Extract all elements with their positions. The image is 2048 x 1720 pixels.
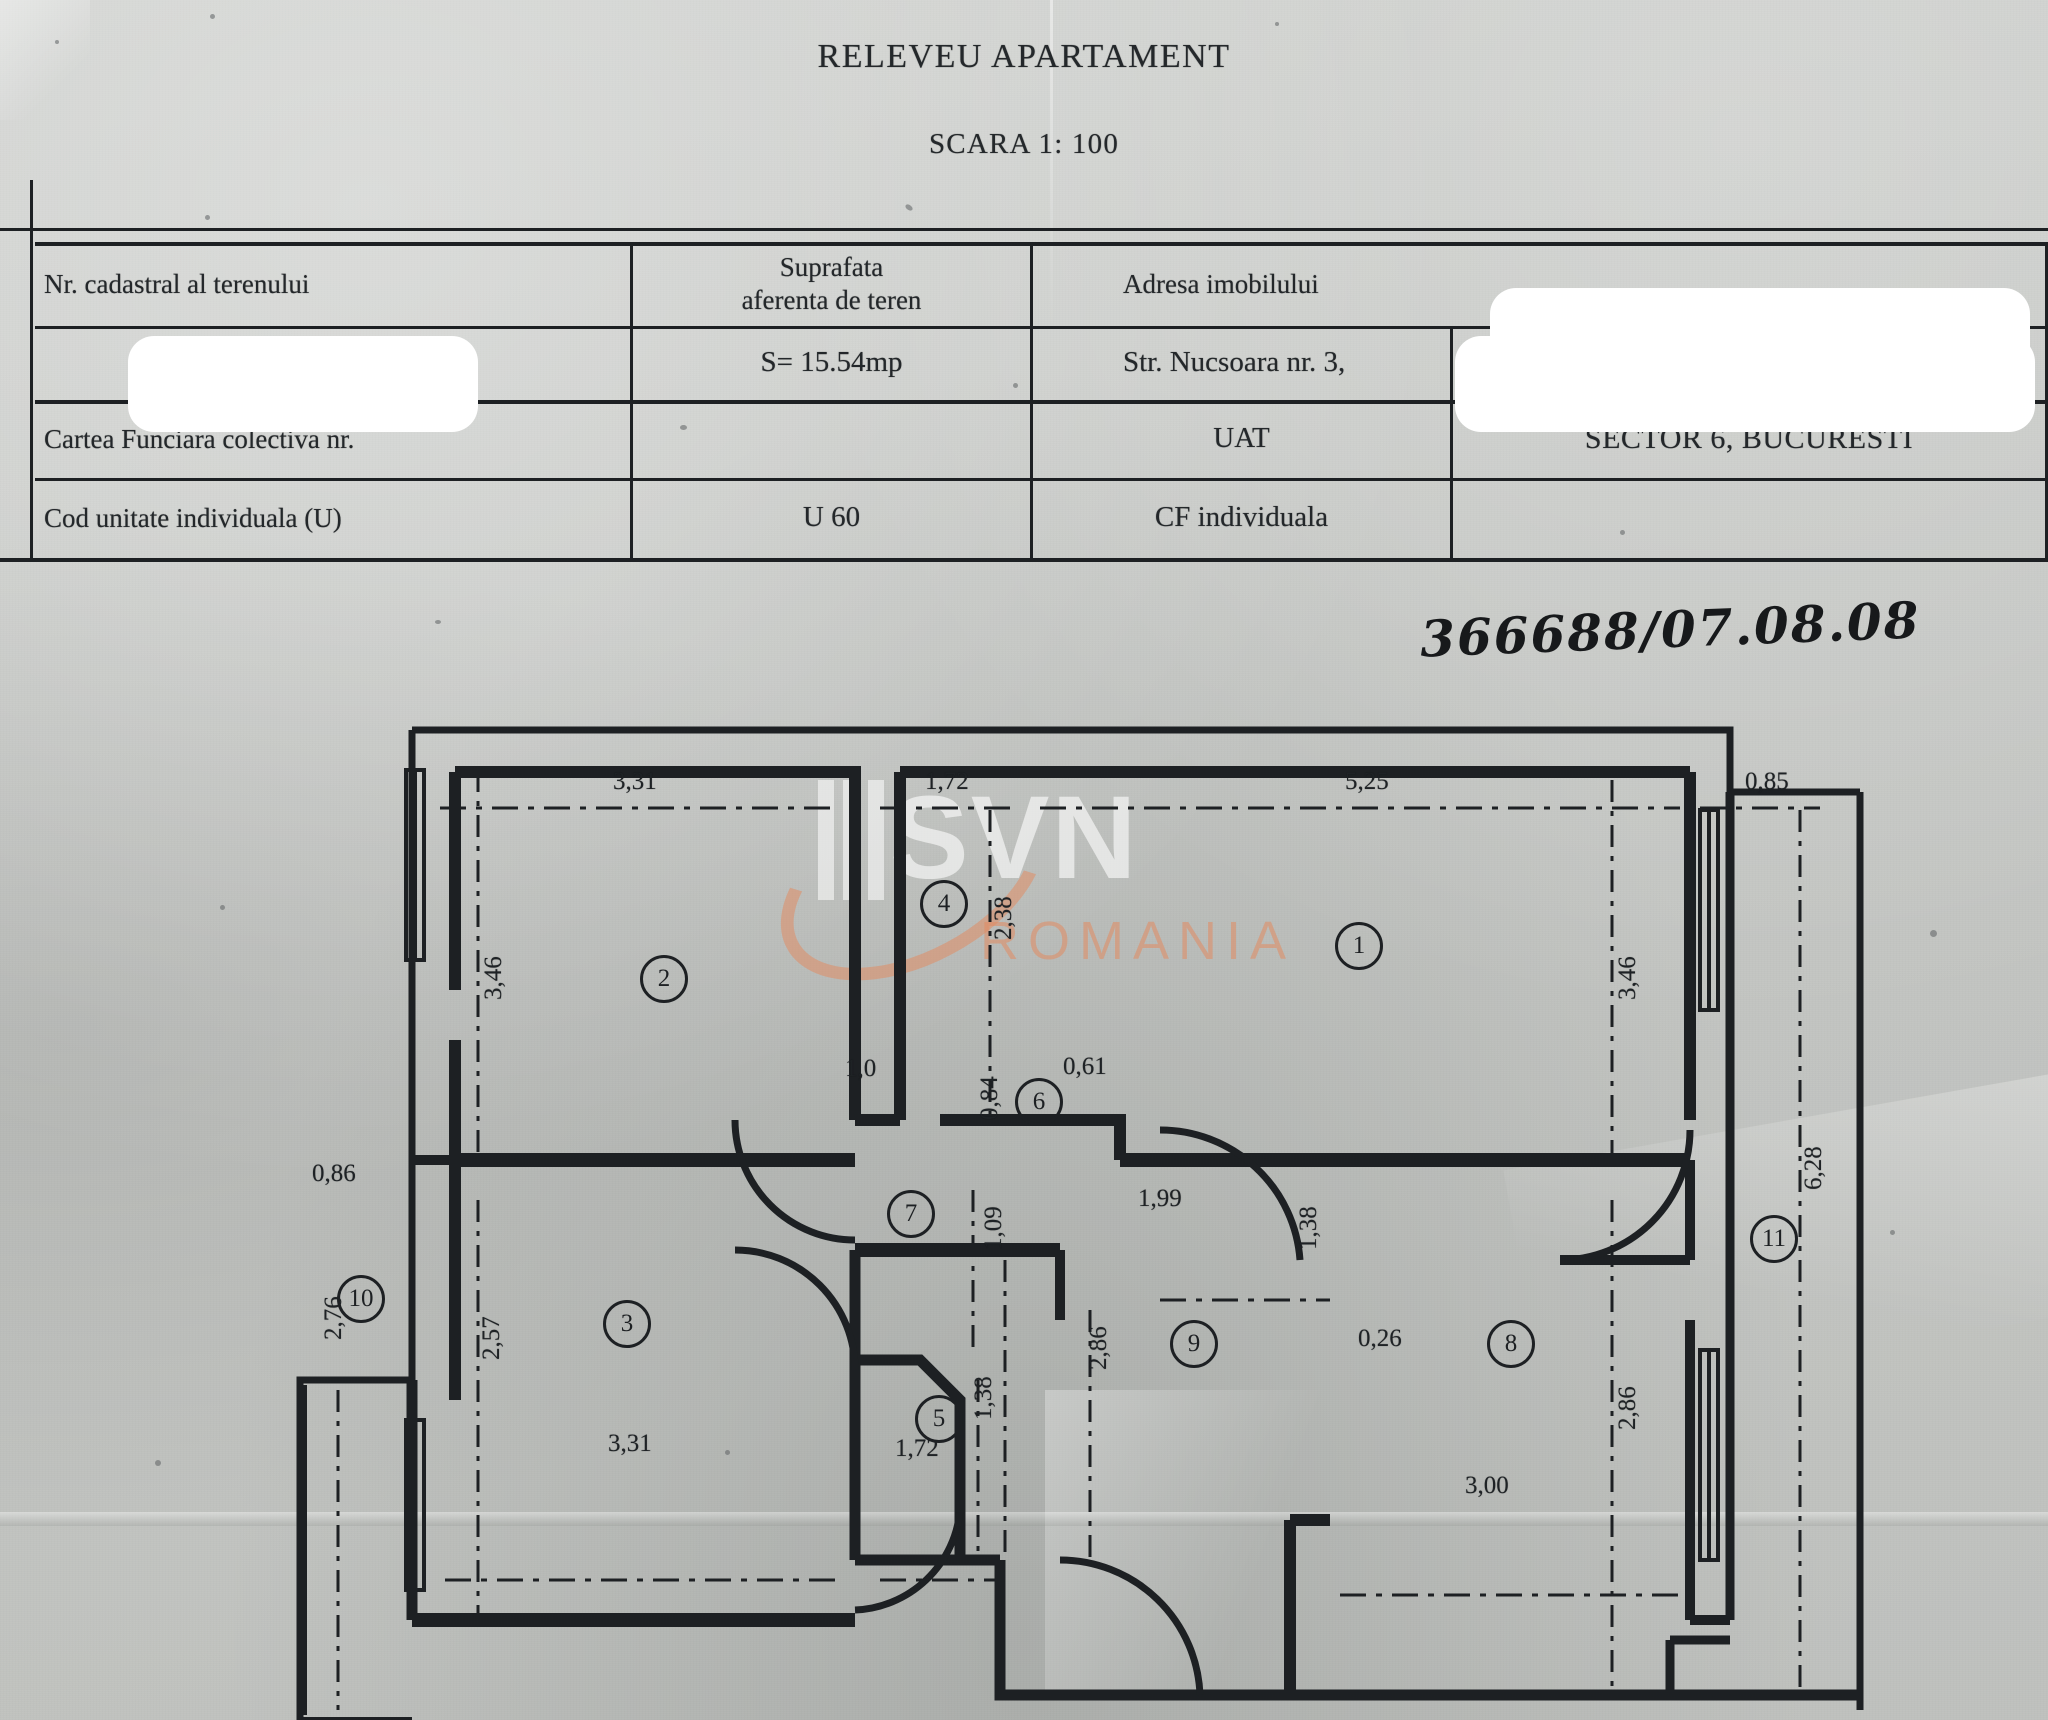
- document-scale: SCARA 1: 100: [928, 128, 1120, 160]
- redaction-box-cadastral: [128, 336, 478, 432]
- dim-interior-0-84: 0,84: [976, 1076, 1003, 1120]
- room-marker-5[interactable]: 5: [915, 1395, 963, 1443]
- paper-speck: [55, 40, 59, 44]
- table-rule: [630, 242, 633, 558]
- table-rule: [35, 478, 2048, 481]
- paper-speck: [1620, 530, 1625, 535]
- cell-cod-unitate-value: U 60: [802, 501, 861, 534]
- room-marker-11[interactable]: 11: [1750, 1215, 1798, 1263]
- table-rule: [35, 326, 2048, 329]
- table-rule: [1450, 326, 1453, 558]
- paper-speck: [904, 203, 914, 212]
- dim-interior-0-26: 0,26: [1358, 1325, 1402, 1352]
- dim-left-3-46: 3,46: [480, 956, 507, 1000]
- dim-left-0-86: 0,86: [312, 1160, 356, 1187]
- dim-bottom-3-31: 3,31: [608, 1430, 652, 1457]
- paper-speck: [680, 425, 687, 430]
- cell-adresa-value: Str. Nucsoara nr. 3,: [1123, 346, 1346, 379]
- paper-speck: [1930, 930, 1937, 937]
- dim-interior-0-61: 0,61: [1063, 1053, 1107, 1080]
- table-rule: [1030, 242, 1033, 558]
- table-rule: [2045, 242, 2048, 558]
- dim-right-3-46: 3,46: [1614, 956, 1641, 1000]
- room-marker-6[interactable]: 6: [1015, 1078, 1063, 1126]
- room-marker-1[interactable]: 1: [1335, 922, 1383, 970]
- dim-interior-1-99: 1,99: [1138, 1185, 1182, 1212]
- dim-interior-2-86: 2,86: [1085, 1326, 1112, 1370]
- dim-interior-1-38-a: 1,38: [1295, 1206, 1322, 1250]
- cell-uat-label: UAT: [1213, 422, 1270, 455]
- paper-speck: [1275, 22, 1279, 26]
- dim-top-5-25: 5,25: [1345, 768, 1389, 795]
- table-rule: [35, 242, 2048, 246]
- paper-speck: [1013, 383, 1018, 388]
- paper-speck: [155, 1460, 161, 1466]
- suprafata-line1: Suprafata: [779, 252, 884, 283]
- paper-speck: [220, 905, 225, 910]
- paper-speck: [205, 215, 210, 220]
- dim-right-2-86: 2,86: [1614, 1386, 1641, 1430]
- dim-top-1-72: 1,72: [925, 768, 969, 795]
- table-rule: [0, 558, 2048, 562]
- dim-right-6-28: 6,28: [1800, 1146, 1827, 1190]
- cell-cf-individuala-label: CF individuala: [1154, 501, 1329, 534]
- suprafata-line2: aferenta de teren: [741, 285, 922, 315]
- room-marker-10[interactable]: 10: [337, 1275, 385, 1323]
- dim-left-2-57: 2,57: [478, 1316, 505, 1360]
- document-title: RELEVEU APARTAMENT: [817, 38, 1231, 75]
- dim-interior-2-38: 2,38: [990, 896, 1017, 940]
- room-marker-7[interactable]: 7: [887, 1190, 935, 1238]
- room-marker-4[interactable]: 4: [920, 880, 968, 928]
- cell-suprafata-value: S= 15.54mp: [760, 346, 903, 379]
- room-marker-9[interactable]: 9: [1170, 1320, 1218, 1368]
- paper-speck: [210, 14, 215, 19]
- cell-carte-funciara-value: [633, 400, 1030, 478]
- floor-plan-drawing: [296, 726, 1864, 1720]
- cell-cf-individuala-value: [1453, 478, 2045, 558]
- cell-suprafata-label: Suprafata aferenta de teren: [633, 242, 1030, 326]
- dim-top-3-31: 3,31: [613, 768, 657, 795]
- table-rule: [0, 228, 2048, 231]
- table-rule: [30, 180, 33, 562]
- room-marker-8[interactable]: 8: [1487, 1320, 1535, 1368]
- dim-interior-1-09: 1,09: [980, 1206, 1007, 1250]
- dim-bottom-3-00: 3,00: [1465, 1472, 1509, 1499]
- dim-interior-1-38-b: 1,38: [970, 1376, 997, 1420]
- paper-speck: [435, 620, 441, 624]
- redaction-box-address: [1455, 336, 2035, 432]
- paper-speck: [1890, 1230, 1895, 1235]
- cell-cod-unitate-label: Cod unitate individuala (U): [44, 502, 342, 533]
- room-marker-3[interactable]: 3: [603, 1300, 651, 1348]
- dim-top-0-85: 0,85: [1745, 768, 1789, 795]
- cell-adresa-label: Adresa imobilului: [1123, 268, 1319, 299]
- paper-speck: [725, 1450, 730, 1455]
- dim-interior-1-0: 1,0: [845, 1055, 877, 1082]
- room-marker-2[interactable]: 2: [640, 955, 688, 1003]
- table-rule: [35, 400, 2048, 404]
- cell-nr-cadastral-label: Nr. cadastral al terenului: [44, 268, 310, 299]
